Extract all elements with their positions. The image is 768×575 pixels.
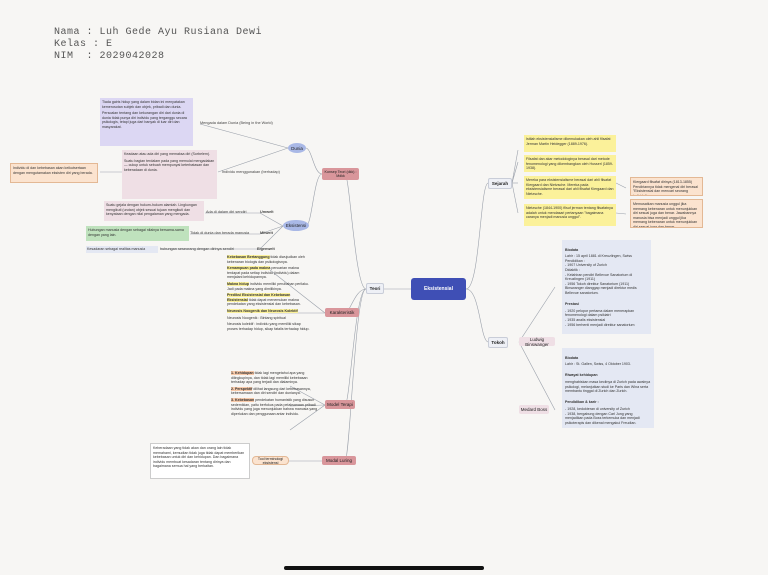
node-konsep-teori[interactable]: Konsep Teori (dkk) : Mdkk xyxy=(322,168,359,180)
node-karakteristik[interactable]: Karakteristik xyxy=(325,308,359,317)
label-being-in-world: Mengada dalam Dunia (Being in the World) xyxy=(200,121,273,125)
note-realitas: Kesadaran sebagai realitas manusia xyxy=(86,246,158,253)
node-dunia[interactable]: Dunia xyxy=(288,143,306,153)
model-terapi-list: 1. Kehidupan tidak lagi mengetahui apa y… xyxy=(231,371,318,416)
label-diri-sendiri: Ada di dalam diri sendiri xyxy=(206,210,247,214)
karakteristik-list: Kebebasan Bertanggung tidak diwujudkan o… xyxy=(227,255,310,331)
node-model-terapi[interactable]: Model Terapi xyxy=(325,400,355,409)
branch-sejarah[interactable]: Sejarah xyxy=(488,178,512,189)
note-hukum-alamiah: Suatu gejala dengan hukum-hukum alamiah.… xyxy=(104,201,204,221)
sejarah-kiergaard: Mereka para eksistensialisme berasal dar… xyxy=(524,176,616,199)
sejarah-kiergaard-detail: Kiergaard filsafat dirinya (1813-1855) P… xyxy=(630,177,703,196)
note-manusia-bersama: Hubungan manusia dengan sebagai nilainya… xyxy=(86,226,189,241)
node-medard-boss[interactable]: Medard Boss xyxy=(519,405,549,414)
label-hubungan: hubungan seseorang dengan dirinya sendir… xyxy=(160,247,234,251)
note-keberadaan: Keberadaan yang tidak akan dan orang lai… xyxy=(150,443,250,479)
sejarah-husserl: Filsafat dan akar metodologinya berasal … xyxy=(524,155,616,172)
label-mitwelt: Mitwelt xyxy=(260,231,273,235)
student-nim: NIM : 2029042028 xyxy=(54,51,165,62)
student-name: Nama : Luh Gede Ayu Rusiana Dewi xyxy=(54,27,263,38)
label-individu: Individu menggunakan (berhadap) xyxy=(222,170,280,174)
sejarah-heidegger: Istilah eksistensialisme dikemukakan ole… xyxy=(524,135,616,152)
branch-tokoh[interactable]: Tokoh xyxy=(488,337,508,348)
note-sorbelem: Keadaan atau ada diri yang memaksa diri … xyxy=(122,150,217,199)
node-ludwig-binswanger[interactable]: Ludwig Binswanger xyxy=(519,337,555,347)
note-being-in-world: Tiada gairis hidup yang dalam bidan ini … xyxy=(100,98,193,146)
label-eigenwelt: Eigenwelt xyxy=(257,247,275,251)
sejarah-nietzsche: Nietzsche (1844-1900) filsuf jerman tent… xyxy=(524,204,616,226)
label-berada-manusia: Tidak di dunia dan berada manusia xyxy=(190,231,250,235)
note-individu-kebebasan: Individu di dan kebebasan akan keikutser… xyxy=(10,163,98,183)
sejarah-nietzsche-detail: Memusatkan manusia unggul jika memang ke… xyxy=(630,199,703,228)
label-terminologi: Tool terminologi eksistensi xyxy=(252,456,289,465)
home-indicator[interactable] xyxy=(284,566,484,570)
student-class: Kelas : E xyxy=(54,39,113,50)
branch-teori[interactable]: Teori xyxy=(366,283,384,294)
root-node[interactable]: Eksistensial xyxy=(411,278,466,300)
node-eksistensi[interactable]: Eksistensi xyxy=(283,220,309,231)
node-modal-luring[interactable]: Modal Luring xyxy=(322,456,356,465)
label-umwelt: Umwelt xyxy=(260,210,274,214)
